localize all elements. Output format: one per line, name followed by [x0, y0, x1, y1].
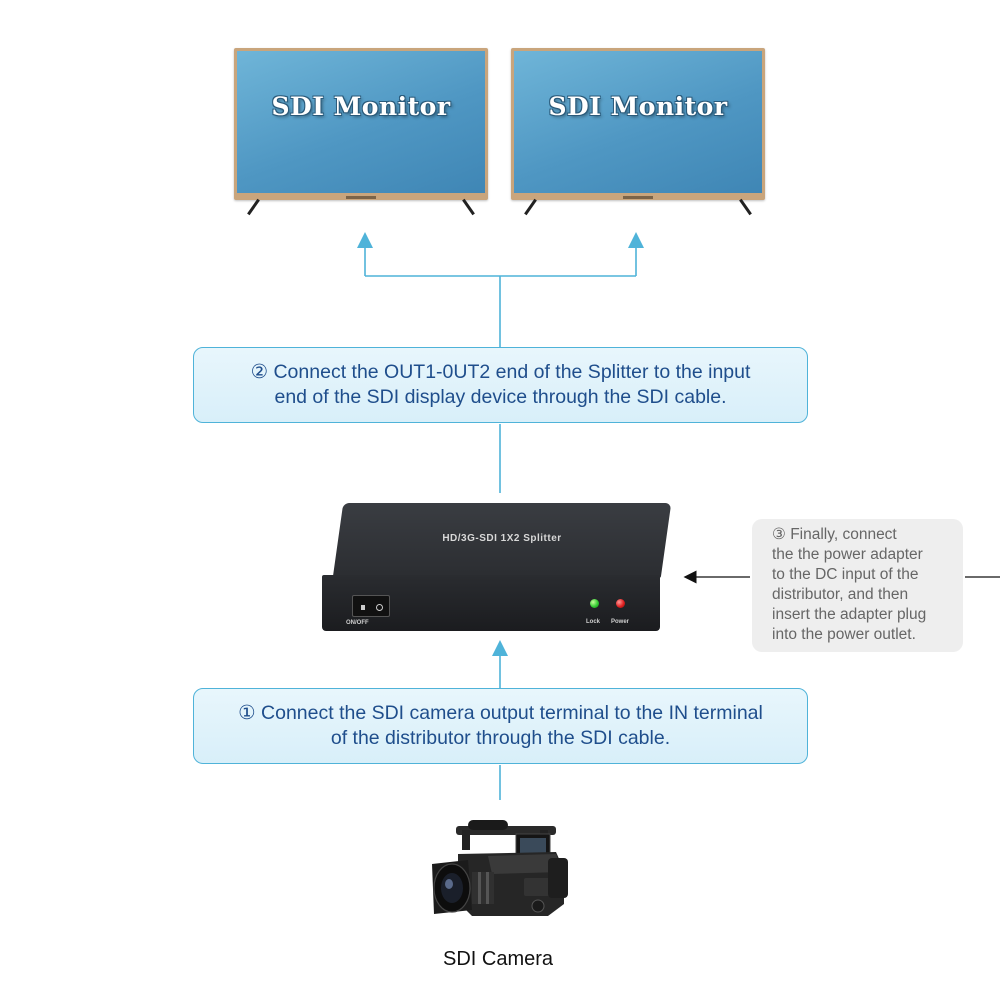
splitter-title: HD/3G-SDI 1X2 Splitter [442, 533, 562, 544]
monitor-foot-right [739, 198, 752, 216]
monitor-branch-lines [357, 232, 644, 347]
sdi-monitor-2: SDI Monitor [511, 48, 765, 218]
step3-line: into the power outlet. [772, 626, 916, 643]
monitor-screen: SDI Monitor [237, 51, 485, 193]
lock-led-label: Lock [586, 619, 601, 625]
monitor-logo [623, 196, 653, 199]
step3-line: ③ Finally, connect [772, 526, 897, 543]
monitor-foot-left [524, 198, 537, 216]
step2-line1: ② Connect the OUT1-0UT2 end of the Split… [250, 361, 751, 383]
step1-line2: of the distributor through the SDI cable… [330, 727, 671, 749]
step3-line: insert the adapter plug [772, 606, 927, 623]
monitor-logo [346, 196, 376, 199]
step1-callout: ① Connect the SDI camera output terminal… [193, 688, 808, 764]
step2-callout: ② Connect the OUT1-0UT2 end of the Split… [193, 347, 808, 423]
step1-line1: ① Connect the SDI camera output terminal… [238, 702, 763, 724]
lock-led-icon [590, 599, 599, 608]
step3-line: distributor, and then [772, 586, 909, 603]
monitor-screen: SDI Monitor [514, 51, 762, 193]
step2-line2: end of the SDI display device through th… [274, 386, 727, 408]
monitor-foot-right [462, 198, 475, 216]
monitor-screen-label: SDI Monitor [271, 91, 451, 121]
sdi-monitor-1: SDI Monitor [234, 48, 488, 218]
step3-note: ③ Finally, connect the the power adapter… [752, 519, 963, 652]
sdi-splitter-device: HD/3G-SDI 1X2 Splitter ON/OFF Lock Power [322, 503, 672, 631]
camera-caption: SDI Camera [442, 948, 554, 970]
power-switch [352, 595, 390, 617]
power-led-icon [616, 599, 625, 608]
splitter-front-panel: ON/OFF Lock Power [322, 575, 660, 631]
monitor-screen-label: SDI Monitor [548, 91, 728, 121]
monitor-foot-left [247, 198, 260, 216]
sdi-camera-icon [432, 820, 568, 916]
monitor-frame: SDI Monitor [511, 48, 765, 200]
monitor-frame: SDI Monitor [234, 48, 488, 200]
step3-line: to the DC input of the [772, 566, 919, 583]
power-switch-label: ON/OFF [346, 620, 369, 626]
step3-line: the the power adapter [772, 546, 923, 563]
power-led-label: Power [611, 619, 630, 625]
